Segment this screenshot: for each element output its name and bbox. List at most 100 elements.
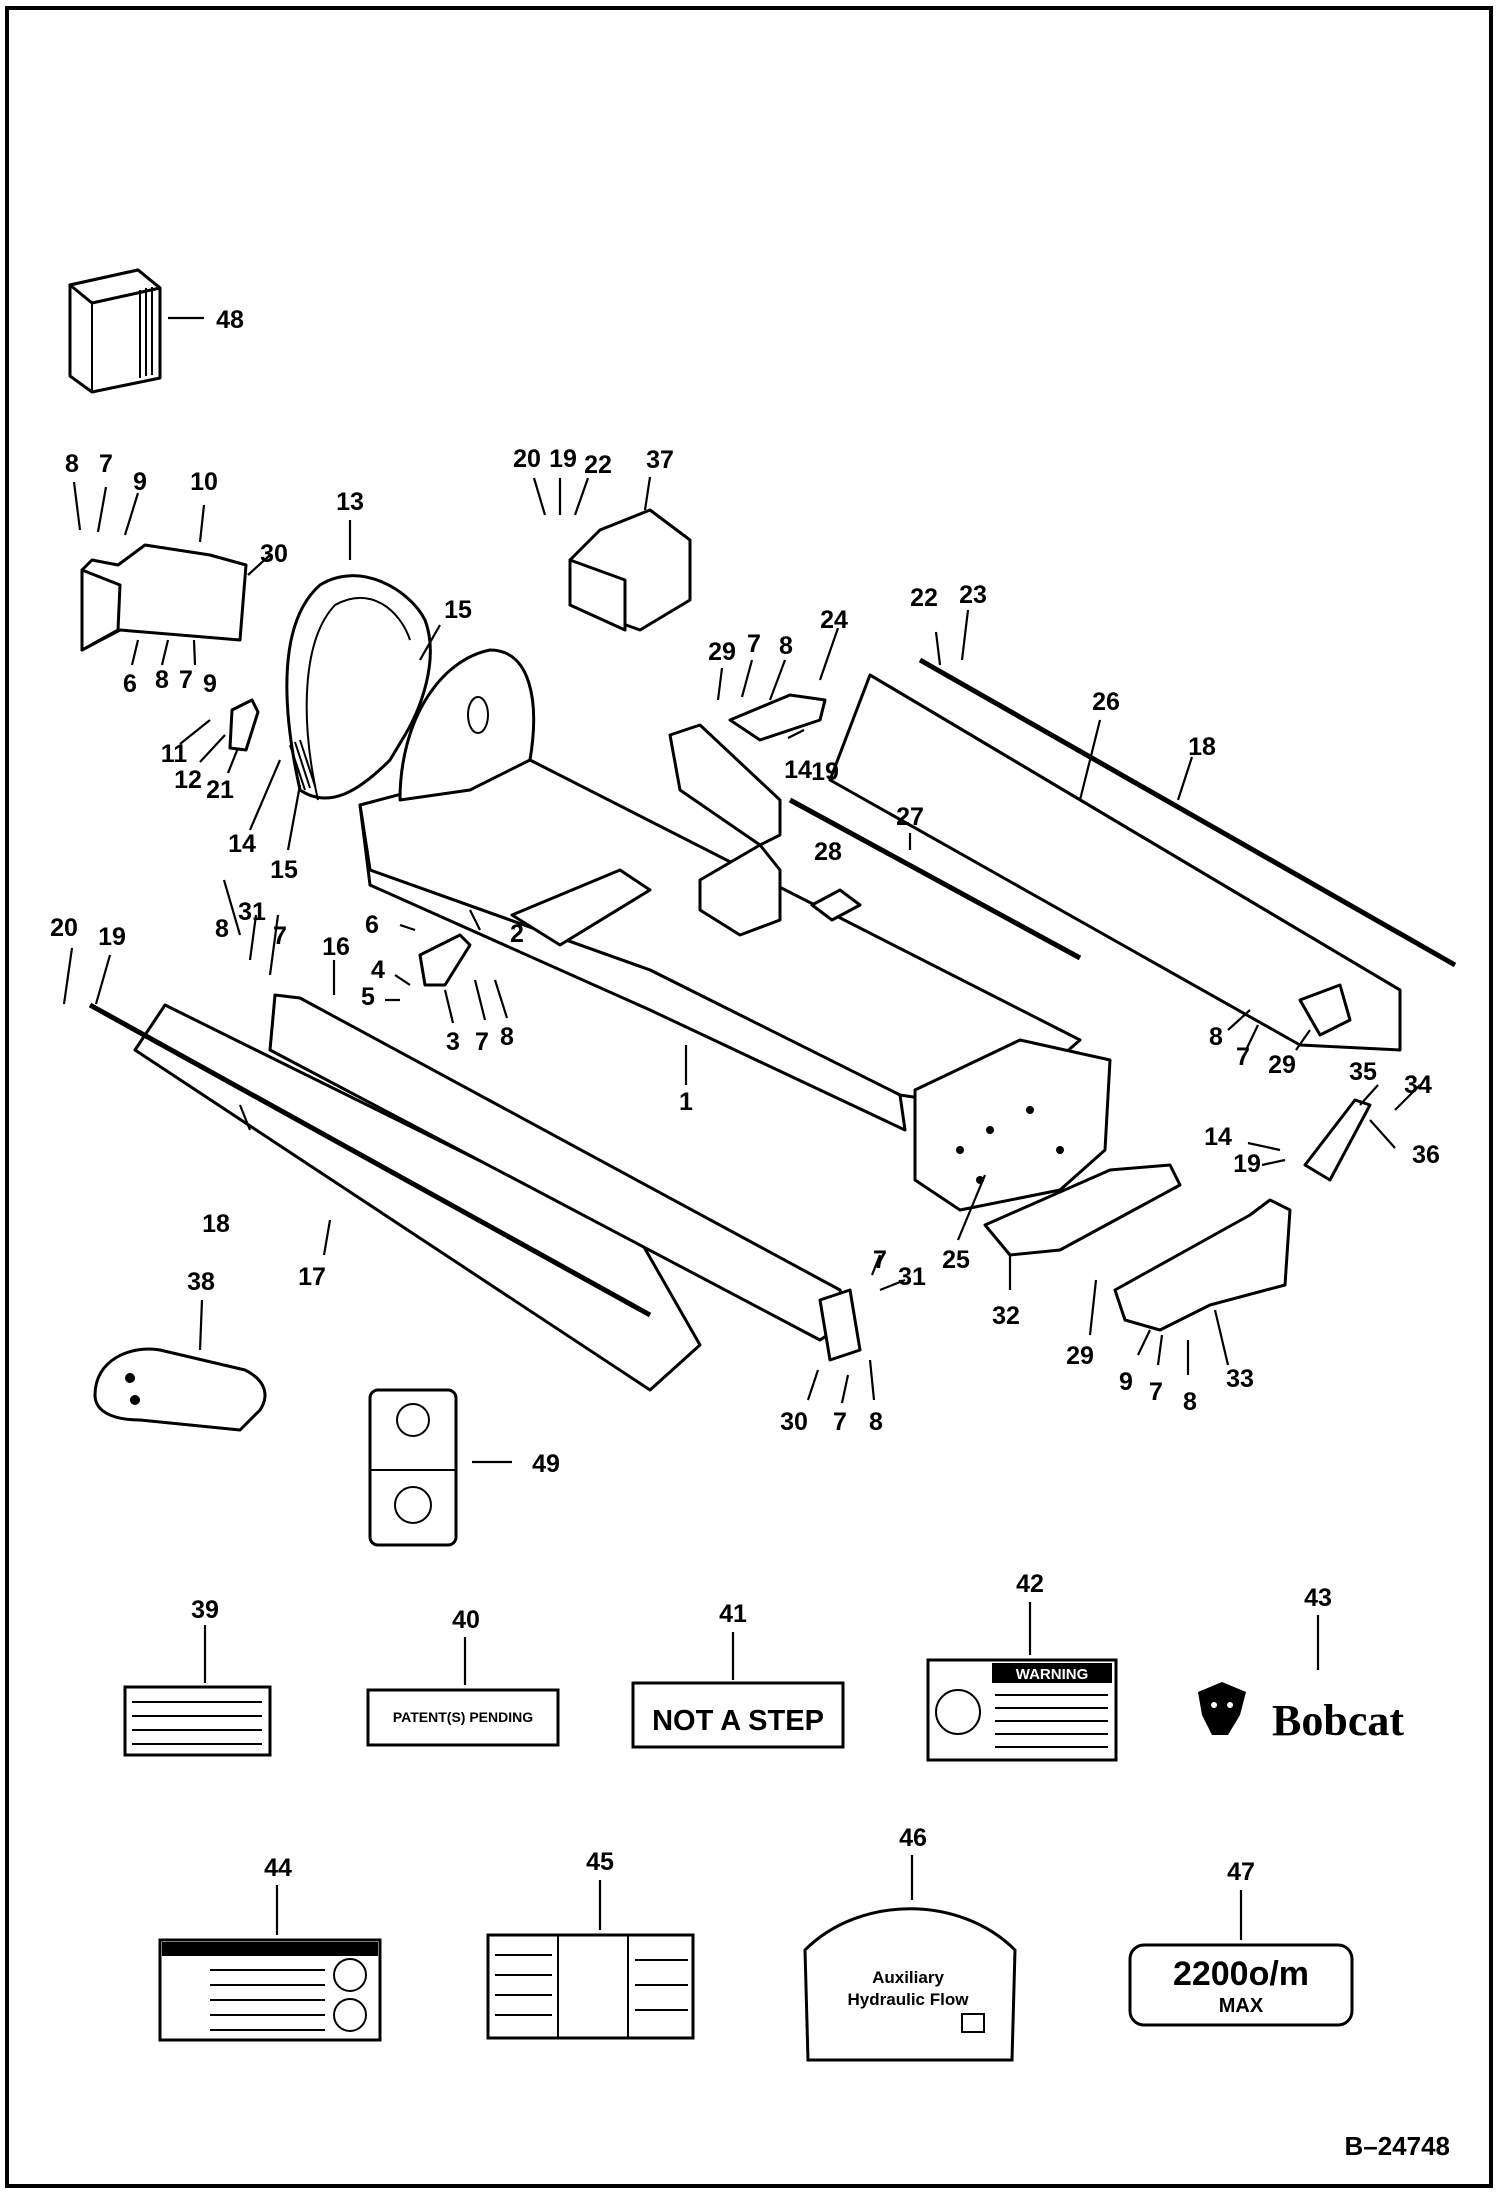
page-border [5,6,1493,2188]
callout-label: 42 [1016,1570,1044,1598]
callout-label: 7 [833,1408,847,1436]
callout-label: 7 [747,630,761,658]
decal-43-brand: Bobcat [1198,1682,1404,1745]
callout-label: 23 [959,581,987,609]
decal-41-text: NOT A STEP [652,1705,824,1737]
callout-label: 12 [174,766,202,794]
decal-46-line1: Auxiliary [872,1968,944,1987]
part-28-shield [668,723,782,847]
part-37-gearbox-cover [568,508,692,632]
callout-label: 28 [814,838,842,866]
part-1-main-deck [358,648,1112,1212]
part-3-bracket [418,933,472,987]
part-16-17-front-flap [88,993,862,1392]
callout-label: 45 [586,1848,614,1876]
callout-label: 26 [1092,688,1120,716]
callout-label: 16 [322,933,350,961]
callout-label: 9 [1119,1368,1133,1396]
part-26-rear-flap [828,657,1457,1052]
decal-47-max: MAX [1219,1995,1264,2017]
decal-40-text: PATENT(S) PENDING [393,1709,533,1725]
part-24-bracket [728,693,827,742]
callout-label: 14 [228,830,256,858]
callout-label: 7 [1149,1378,1163,1406]
decal-42-warning-text: WARNING [1016,1666,1089,1683]
callout-label: 17 [298,1263,326,1291]
callout-label: 20 [50,914,78,942]
callout-label: 19 [1233,1150,1261,1178]
callout-label: 9 [203,670,217,698]
callout-label: 39 [191,1596,219,1624]
callout-label: 11 [161,740,188,768]
decal-42-warning: WARNING [926,1658,1118,1762]
callout-label: 8 [1209,1023,1223,1051]
callout-label: 40 [452,1606,480,1634]
callout-label: 19 [98,923,126,951]
callout-label: 13 [336,488,364,516]
callout-label: 14 [784,756,812,784]
callout-label: 4 [371,956,385,984]
callout-label: 22 [910,584,938,612]
drawing-reference: B–24748 [1344,2131,1450,2161]
part-33-skid [1113,1198,1292,1332]
callout-label: 3 [446,1028,460,1056]
callout-label: 30 [260,540,288,568]
callout-label: 49 [532,1450,560,1478]
bobcat-logo-icon [1198,1682,1246,1735]
callout-label: 25 [942,1246,970,1274]
decal-47-rpm: 2200o/m MAX [1128,1943,1354,2027]
decal-46-line2: Hydraulic Flow [848,1990,970,2009]
callout-label: 30 [780,1408,808,1436]
decal-41-not-a-step: NOT A STEP [631,1681,845,1749]
callout-label: 32 [992,1302,1020,1330]
callout-label: 9 [133,468,147,496]
callout-label: 8 [155,666,169,694]
callout-label: 20 [513,445,541,473]
decal-45-instructions [486,1933,695,2040]
callout-label: 19 [549,445,577,473]
callout-label: 35 [1349,1058,1377,1086]
callout-label: 22 [584,451,612,479]
decal-43-text: Bobcat [1272,1696,1404,1745]
callout-label: 1 [679,1088,693,1116]
callout-label: 47 [1227,1858,1255,1886]
part-27-shaft [788,797,1082,961]
decal-44-safety [158,1938,382,2042]
callout-label: 7 [873,1246,887,1274]
callout-label: 29 [1066,1342,1094,1370]
callout-label: 48 [216,306,244,334]
callout-label: 10 [190,468,218,496]
callout-label: 19 [811,758,839,786]
callout-label: 18 [202,1210,230,1238]
callout-label: 7 [273,922,287,950]
callouts: 48 8 7 9 10 30 6 8 7 9 11 12 21 14 15 13… [50,306,1440,1886]
decal-39-chart [123,1685,272,1757]
callout-label: 29 [1268,1051,1296,1079]
callout-label: 34 [1404,1071,1432,1099]
callout-label: 43 [1304,1584,1332,1612]
part-38-coupler [93,1347,267,1432]
leader-lines [62,316,1421,1940]
callout-label: 24 [820,606,848,634]
callout-label: 7 [1236,1043,1250,1071]
callout-label: 31 [898,1263,926,1291]
callout-label: 8 [500,1023,514,1051]
callout-label: 36 [1412,1141,1440,1169]
part-11-bracket [228,698,260,752]
callout-label: 15 [444,596,472,624]
callout-label: 5 [361,983,375,1011]
callout-label: 21 [206,776,234,804]
decal-47-rpm-value: 2200 [1173,1955,1249,1993]
callout-label: 33 [1226,1365,1254,1393]
callout-label: 27 [896,803,924,831]
decal-47-rpm-line: 2200o/m [1173,1955,1309,1993]
decal-40-patent: PATENT(S) PENDING [366,1688,560,1747]
callout-label: 7 [179,666,193,694]
callout-label: 46 [899,1824,927,1852]
callout-label: 18 [1188,733,1216,761]
callout-label: 41 [719,1600,747,1628]
part-10-shield [80,543,248,652]
decal-47-rpm-unit: o/m [1249,1955,1309,1993]
callout-label: 6 [365,911,379,939]
callout-label: 7 [99,450,113,478]
